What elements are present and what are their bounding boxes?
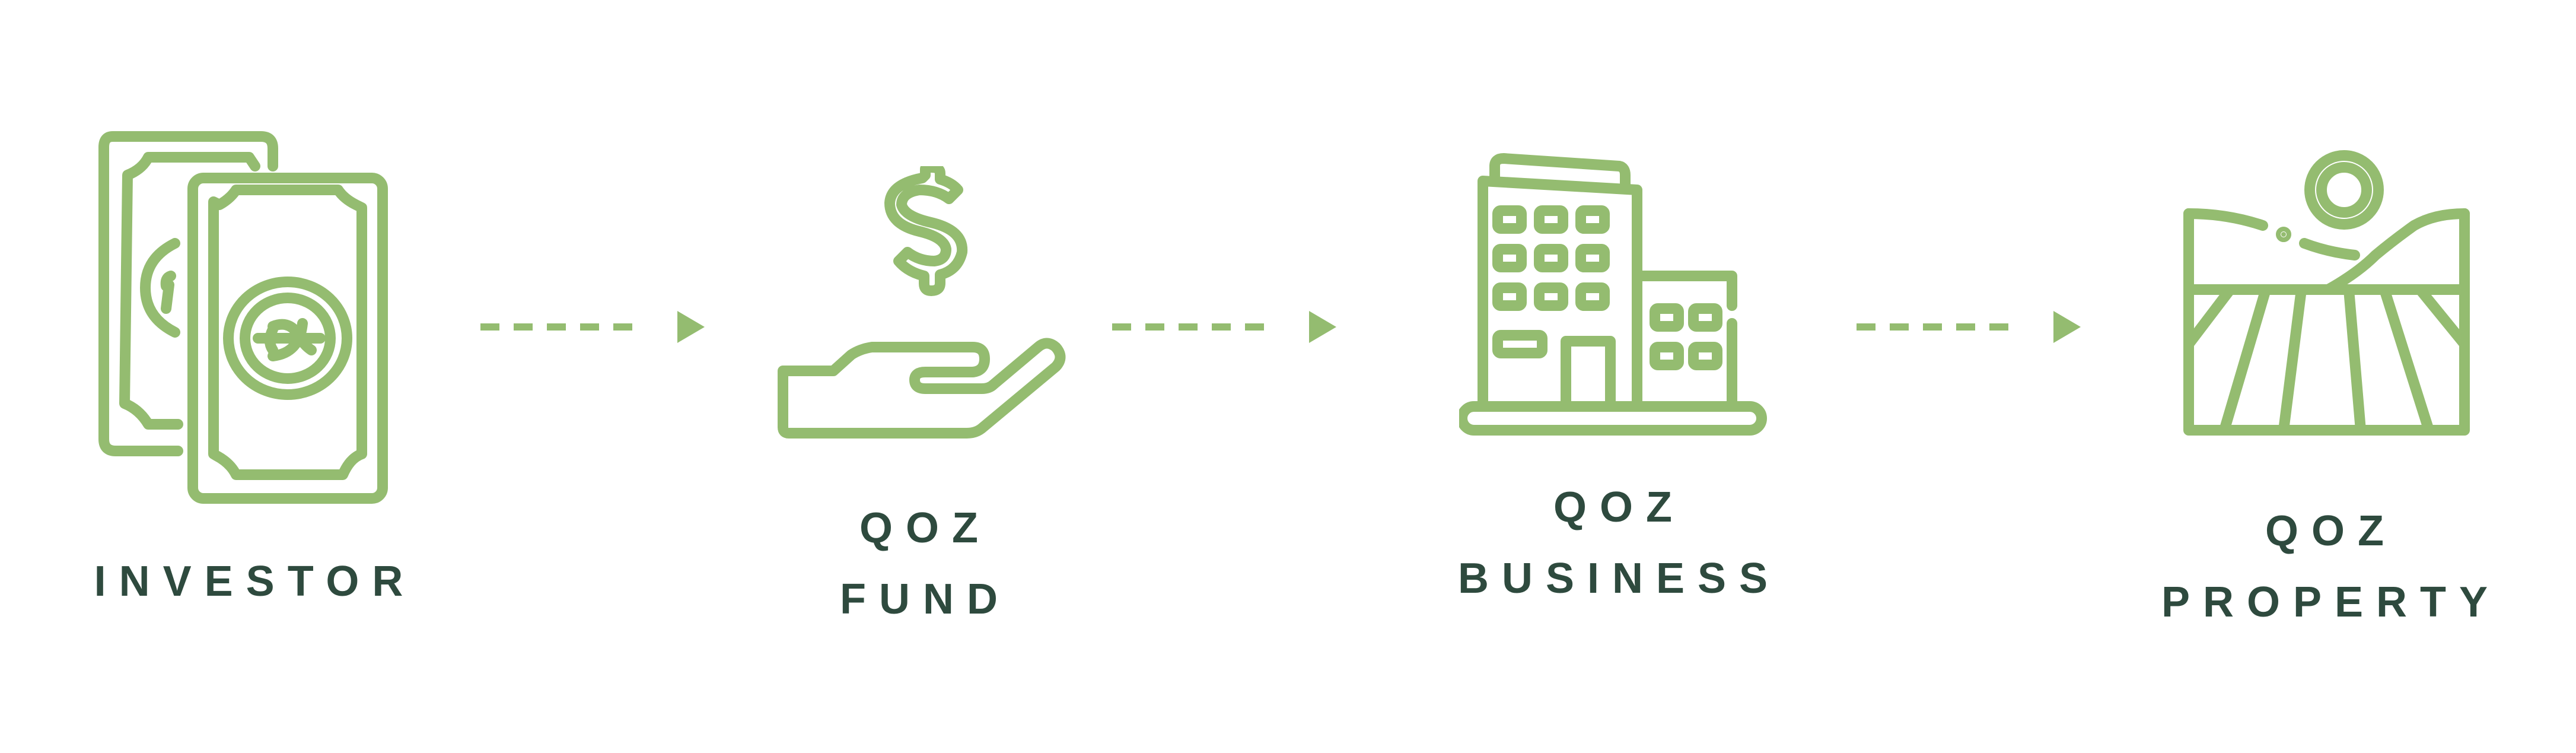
- step-label-line: QOZ: [2265, 507, 2397, 555]
- step-label-line: QOZ: [859, 504, 991, 552]
- dashed-arrow-3: [1857, 311, 2081, 343]
- step-label-qoz-business: QOZ BUSINESS: [1435, 472, 1803, 614]
- step-label-line: QOZ: [1553, 484, 1685, 531]
- step-label-line: PROPERTY: [2161, 579, 2501, 626]
- money-bills-icon: [98, 131, 388, 504]
- hand-dollar-icon: [778, 166, 1066, 439]
- step-label-qoz-fund: QOZ FUND: [747, 493, 1103, 635]
- step-label-line: INVESTOR: [94, 558, 416, 605]
- step-label-line: FUND: [840, 576, 1011, 623]
- dashed-arrow-1: [480, 311, 705, 343]
- step-label-investor: INVESTOR: [77, 546, 433, 617]
- step-label-line: BUSINESS: [1457, 555, 1781, 602]
- land-sun-icon: [2183, 150, 2470, 436]
- step-label-qoz-property: QOZ PROPERTY: [2147, 495, 2515, 638]
- buildings-icon: [1459, 153, 1767, 436]
- dashed-arrow-2: [1112, 311, 1336, 343]
